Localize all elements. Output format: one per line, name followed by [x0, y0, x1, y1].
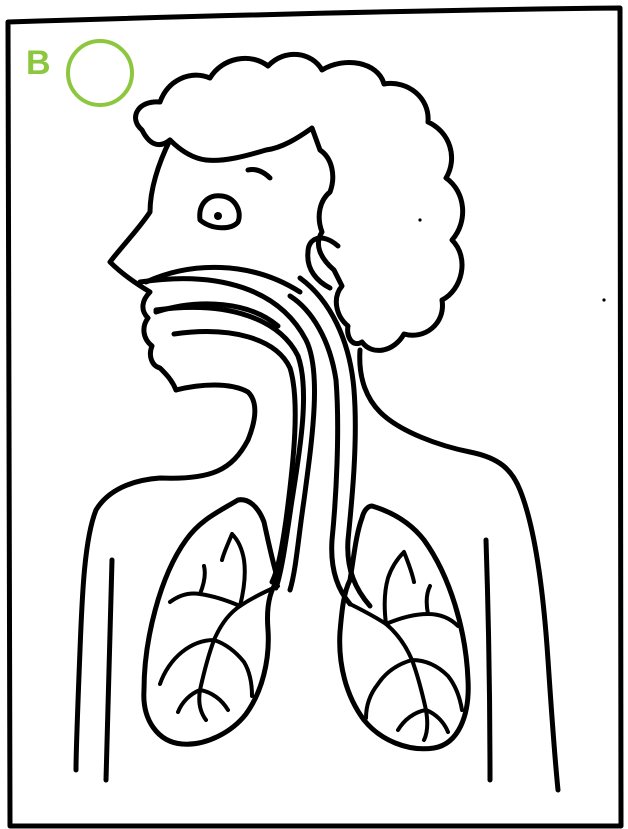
face-profile: [110, 140, 176, 390]
marker-letter: B: [26, 44, 51, 82]
right-lung: [340, 506, 469, 749]
torso-left: [106, 560, 112, 780]
eyebrow: [248, 169, 270, 178]
ear: [308, 238, 338, 288]
pupil: [214, 212, 222, 220]
speck: [418, 218, 421, 221]
eye: [200, 196, 239, 228]
torso-right: [486, 540, 490, 780]
speck: [602, 298, 605, 301]
marker-circle: [68, 41, 132, 105]
left-lung: [144, 500, 278, 744]
